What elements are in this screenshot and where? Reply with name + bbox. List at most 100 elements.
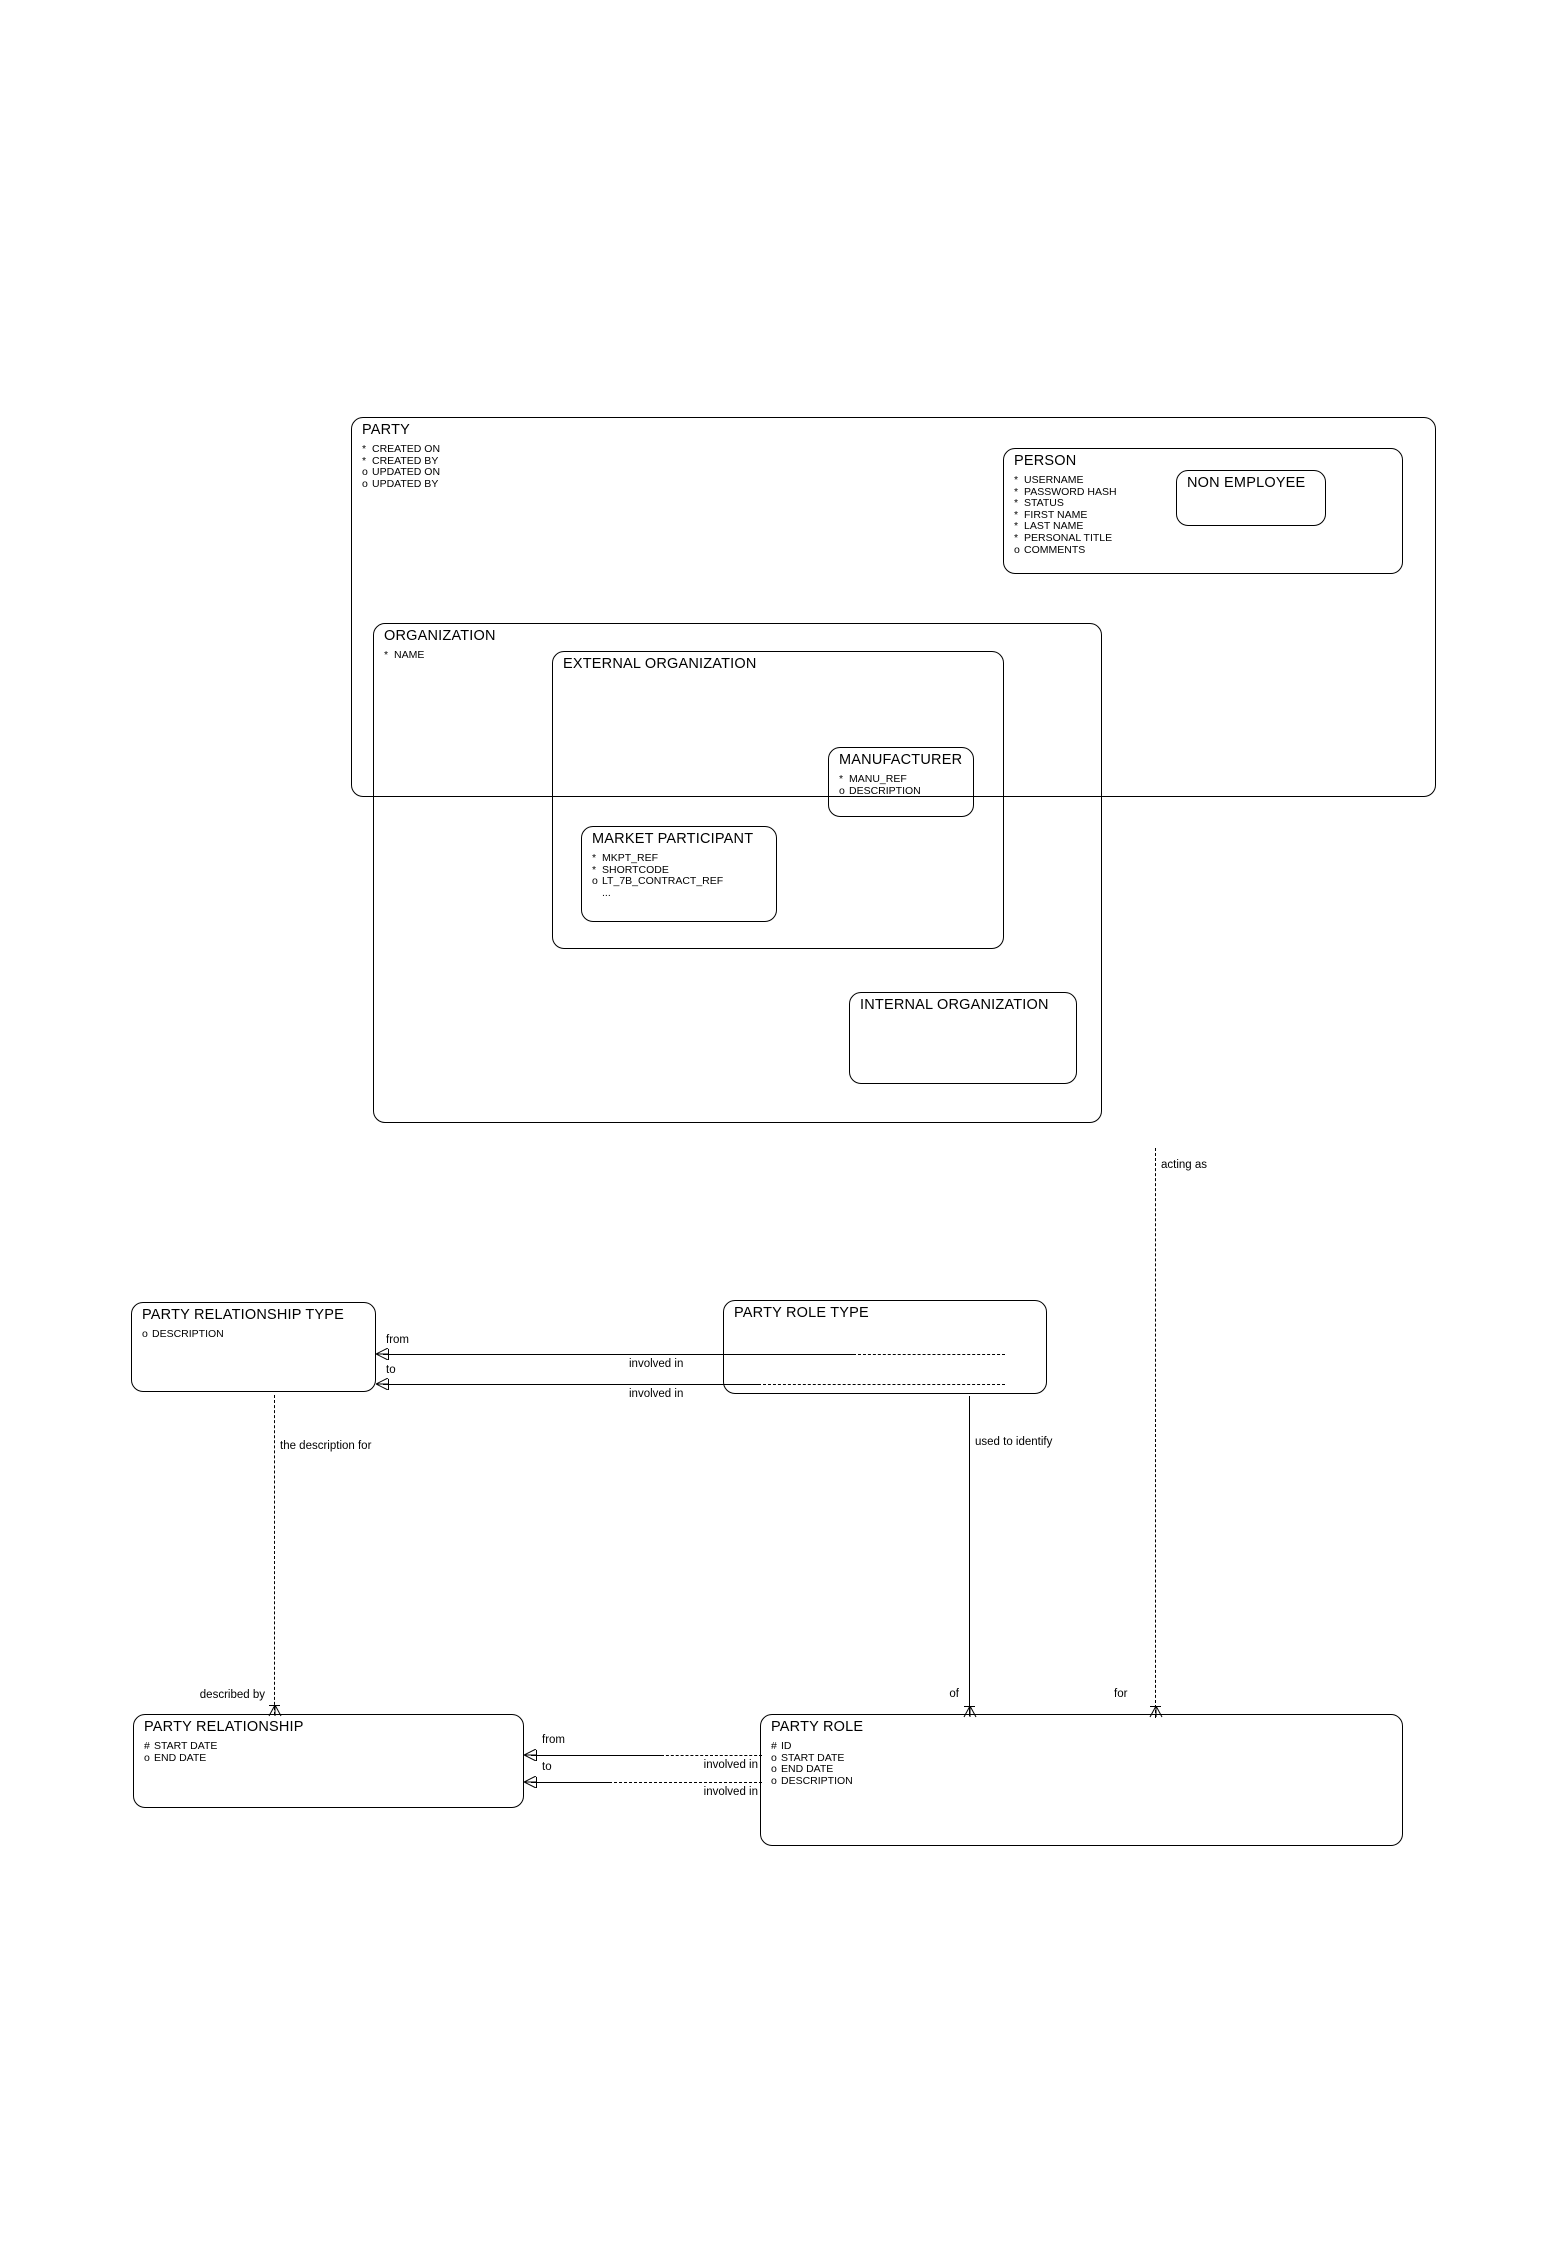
attribute-label: ... bbox=[602, 886, 611, 899]
attribute-row: o COMMENTS bbox=[1014, 543, 1117, 557]
attribute-mark: o bbox=[771, 1763, 777, 1776]
entity-external-organization[interactable]: EXTERNAL ORGANIZATION bbox=[552, 651, 1004, 949]
attribute-row: o UPDATED BY bbox=[362, 477, 440, 491]
entity-internal-organization[interactable]: INTERNAL ORGANIZATION bbox=[849, 992, 1077, 1084]
attribute-mark: # bbox=[144, 1740, 150, 1752]
attribute-mark: * bbox=[1014, 531, 1019, 544]
attribute-mark: * bbox=[1014, 497, 1019, 510]
attribute-label: COMMENTS bbox=[1024, 543, 1086, 556]
entity-party-relationship-title: PARTY RELATIONSHIP bbox=[144, 1719, 304, 1735]
attribute-mark: * bbox=[362, 443, 367, 455]
relationship-label-for: for bbox=[1114, 1688, 1128, 1700]
relationship-label-the-description-for: the description for bbox=[280, 1440, 372, 1452]
attribute-label: START DATE bbox=[154, 1740, 218, 1752]
relationship-line-prt-to-solid bbox=[383, 1384, 758, 1385]
attribute-row: *MANU_REF bbox=[839, 773, 921, 786]
entity-person-title: PERSON bbox=[1014, 453, 1077, 469]
relationship-label-described-by: described by bbox=[199, 1689, 265, 1701]
one-bar-prt-to bbox=[388, 1379, 389, 1390]
attribute-row: *CREATED BY bbox=[362, 455, 440, 468]
attribute-row: o DESCRIPTION bbox=[839, 784, 921, 798]
attribute-mark: o bbox=[144, 1751, 150, 1764]
attribute-label: USERNAME bbox=[1024, 474, 1084, 486]
attribute-mark: o bbox=[771, 1751, 777, 1764]
attribute-mark: o bbox=[362, 477, 368, 490]
attribute-row: # ID bbox=[771, 1740, 853, 1753]
attribute-row: *NAME bbox=[384, 649, 425, 662]
attribute-mark: # bbox=[771, 1740, 777, 1752]
entity-party-role-type[interactable]: PARTY ROLE TYPE bbox=[723, 1300, 1047, 1394]
attribute-label: MKPT_REF bbox=[602, 852, 659, 864]
entity-manufacturer[interactable]: MANUFACTURER *MANU_REF o DESCRIPTION bbox=[828, 747, 974, 817]
attribute-mark: o bbox=[839, 784, 845, 797]
attribute-label: DESCRIPTION bbox=[152, 1328, 224, 1340]
entity-non-employee[interactable]: NON EMPLOYEE bbox=[1176, 470, 1326, 526]
attribute-row: *FIRST NAME bbox=[1014, 508, 1117, 522]
one-bar-prt-from bbox=[388, 1349, 389, 1360]
attribute-mark: o bbox=[1014, 543, 1020, 556]
attribute-label: CREATED ON bbox=[372, 443, 441, 455]
attribute-label: END DATE bbox=[154, 1751, 207, 1764]
attribute-label: STATUS bbox=[1024, 497, 1064, 510]
relationship-label-of: of bbox=[949, 1688, 959, 1700]
relationship-line-pr-from-dashed bbox=[661, 1755, 762, 1756]
entity-organization-attributes: *NAME bbox=[384, 649, 425, 662]
attribute-mark: o bbox=[771, 1774, 777, 1787]
attribute-label: DESCRIPTION bbox=[849, 784, 921, 797]
one-bar-for bbox=[1150, 1706, 1161, 1707]
entity-manufacturer-attributes: *MANU_REF o DESCRIPTION bbox=[839, 773, 921, 798]
entity-organization[interactable]: ORGANIZATION *NAME bbox=[373, 623, 1102, 1123]
crows-foot-of bbox=[963, 1706, 977, 1718]
attribute-label: NAME bbox=[394, 649, 425, 661]
attribute-label: DESCRIPTION bbox=[781, 1774, 853, 1787]
entity-party-relationship-attributes: # START DATE o END DATE bbox=[144, 1740, 218, 1765]
relationship-line-prt-to-dashed bbox=[758, 1384, 1005, 1385]
entity-manufacturer-title: MANUFACTURER bbox=[839, 752, 963, 768]
one-bar-pr-to bbox=[536, 1777, 537, 1788]
attribute-label: UPDATED BY bbox=[372, 477, 439, 490]
relationship-label-prt-to: to bbox=[386, 1364, 396, 1376]
attribute-mark: o bbox=[362, 466, 368, 479]
crows-foot-prt-to bbox=[376, 1378, 389, 1390]
entity-party-relationship[interactable]: PARTY RELATIONSHIP # START DATE o END DATE bbox=[133, 1714, 524, 1808]
entity-party-title: PARTY bbox=[362, 422, 411, 438]
one-bar-pr-from bbox=[536, 1750, 537, 1761]
relationship-line-prt-from-solid bbox=[383, 1354, 853, 1355]
entity-market-participant[interactable]: MARKET PARTICIPANT *MKPT_REF *SHORTCODE … bbox=[581, 826, 777, 922]
one-bar-described-by bbox=[269, 1705, 280, 1706]
relationship-line-pr-to-dashed bbox=[609, 1782, 762, 1783]
attribute-row: *MKPT_REF bbox=[592, 852, 723, 865]
attribute-row: * CREATED ON bbox=[362, 443, 441, 456]
entity-party-relationship-type-title: PARTY RELATIONSHIP TYPE bbox=[142, 1307, 345, 1323]
attribute-row: * PERSONAL TITLE bbox=[1014, 531, 1117, 545]
crows-foot-prt-from bbox=[376, 1348, 389, 1360]
attribute-row: ... bbox=[592, 886, 723, 900]
attribute-label: FIRST NAME bbox=[1024, 508, 1088, 521]
entity-person-attributes: *USERNAME *PASSWORD HASH *STATUS *FIRST … bbox=[1014, 474, 1117, 557]
attribute-label: ID bbox=[781, 1740, 792, 1752]
entity-person[interactable]: PERSON *USERNAME *PASSWORD HASH *STATUS … bbox=[1003, 448, 1403, 574]
relationship-label-prt-from: from bbox=[386, 1334, 409, 1346]
relationship-label-pr-from: from bbox=[542, 1734, 565, 1746]
attribute-label: PERSONAL TITLE bbox=[1024, 531, 1113, 544]
attribute-row: *PASSWORD HASH bbox=[1014, 485, 1117, 499]
relationship-label-acting-as: acting as bbox=[1161, 1159, 1208, 1171]
attribute-row: *USERNAME bbox=[1014, 474, 1117, 487]
attribute-mark: * bbox=[1014, 520, 1019, 533]
attribute-mark: * bbox=[592, 863, 597, 876]
entity-market-participant-title: MARKET PARTICIPANT bbox=[592, 831, 754, 847]
attribute-row: o END DATE bbox=[144, 1751, 217, 1765]
attribute-label: LT_7B_CONTRACT_REF bbox=[602, 875, 724, 888]
attribute-label: PASSWORD HASH bbox=[1024, 485, 1117, 498]
attribute-row: *LAST NAME bbox=[1014, 521, 1117, 533]
entity-internal-organization-title: INTERNAL ORGANIZATION bbox=[860, 997, 1049, 1013]
entity-non-employee-title: NON EMPLOYEE bbox=[1187, 475, 1306, 491]
relationship-label-pr-involved-in-2: involved in bbox=[703, 1786, 758, 1798]
relationship-label-pr-involved-in-1: involved in bbox=[703, 1759, 758, 1771]
